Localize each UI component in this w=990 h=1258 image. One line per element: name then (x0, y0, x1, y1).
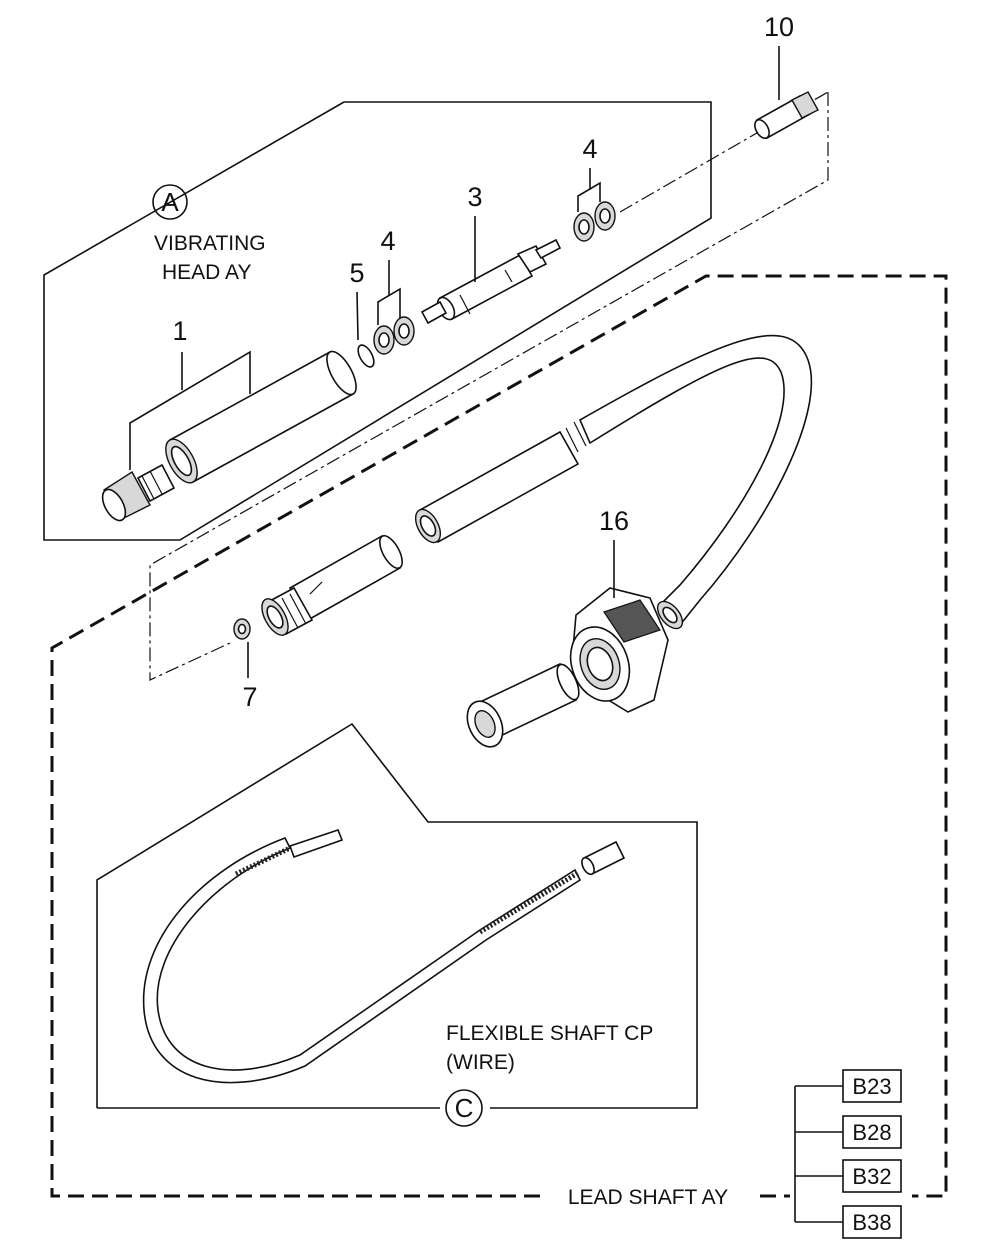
part-4-bearings-right (573, 201, 616, 242)
part-1-head-tube (165, 350, 357, 484)
variant-code-b32: B32 (842, 1159, 902, 1193)
part-number-4-right: 4 (582, 134, 597, 164)
part-number-1: 1 (172, 316, 187, 346)
variant-code-b23: B23 (842, 1069, 902, 1103)
part-number-4-left: 4 (380, 226, 395, 256)
part-3-eccentric-shaft (420, 238, 562, 325)
part-number-7: 7 (242, 682, 257, 712)
part-16-coupling-nut (569, 587, 669, 713)
leader-part-1 (129, 350, 251, 470)
variant-code-b38: B38 (842, 1205, 902, 1239)
part-5-snap-ring (357, 344, 375, 368)
hose-insert-sleeve (466, 662, 580, 748)
part-number-16: 16 (599, 506, 629, 536)
marker-c-letter: C (455, 1093, 474, 1123)
marker-c-circle (445, 1089, 483, 1127)
svg-text:B32: B32 (852, 1164, 891, 1189)
lead-shaft-boundary (50, 274, 948, 1198)
svg-text:B23: B23 (852, 1074, 891, 1099)
assembly-marker-c: C (445, 1089, 483, 1127)
svg-text:B28: B28 (852, 1120, 891, 1145)
part-number-5: 5 (349, 258, 364, 288)
lower-hose-pipe (261, 534, 403, 636)
marker-a-letter: A (161, 187, 179, 217)
variant-code-b28: B28 (842, 1115, 902, 1149)
part-4-bearings-left (373, 316, 415, 355)
head-center-axis (149, 92, 829, 681)
flexible-shaft-label-line1: FLEXIBLE SHAFT CP (446, 1022, 653, 1045)
svg-text:B38: B38 (852, 1210, 891, 1235)
vibrating-head-label-line1: VIBRATING (154, 232, 266, 255)
vibrating-head-boundary (43, 101, 712, 541)
variant-code-bracket (794, 1085, 843, 1223)
part-7-washer (233, 618, 251, 640)
flexible-shaft-boundary (96, 722, 698, 1109)
part-number-3: 3 (467, 182, 482, 212)
leader-part-5 (356, 291, 359, 341)
marker-a-circle (152, 184, 188, 220)
lead-shaft-label: LEAD SHAFT AY (568, 1186, 728, 1209)
flexible-wire-shaft (142, 829, 626, 1084)
part-number-10: 10 (764, 12, 794, 42)
vibrating-head-label-line2: HEAD AY (162, 261, 251, 284)
part-10-coupling (754, 91, 819, 140)
part-1-head-cap (101, 463, 176, 522)
flexible-hose (414, 334, 813, 630)
flexible-shaft-label-line2: (WIRE) (446, 1051, 515, 1074)
leader-part-4-right (577, 181, 601, 212)
assembly-marker-a: A (152, 184, 188, 220)
